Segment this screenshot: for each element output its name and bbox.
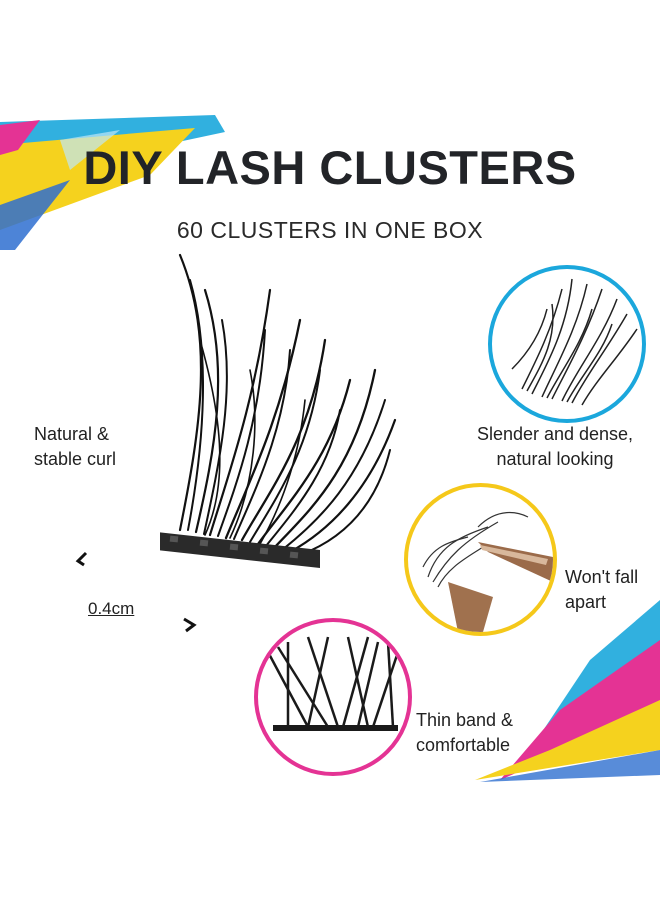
feature-label-band: Thin band & comfortable [416,710,514,755]
detail-circle-apart [404,483,557,636]
measurement-label: 0.4cm [88,599,135,618]
feature-label-apart: Won't fall apart [565,567,639,612]
measure-bracket-left [75,551,88,567]
detail-circle-dense [488,265,646,423]
measure-bracket-right [183,617,197,633]
lash-cluster-image [160,253,397,568]
detail-circle-band [254,618,412,776]
brush-stroke-top-left [0,115,225,250]
tweezers-closeup [422,512,553,632]
brush-stroke-bottom-right [475,600,660,782]
page-title: DIY LASH CLUSTERS [83,141,577,194]
feature-label-dense: Slender and dense, natural looking [476,424,634,469]
page-subtitle: 60 CLUSTERS IN ONE BOX [176,217,484,243]
band-closeup [266,636,400,731]
lash-closeup-dense [511,278,638,406]
feature-label-curl: Natural & stable curl [34,424,117,469]
